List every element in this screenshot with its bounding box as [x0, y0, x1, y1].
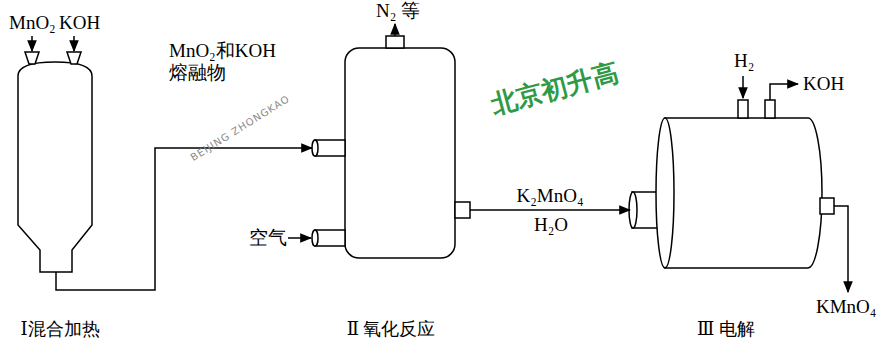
outlet-pipe	[56, 272, 108, 290]
oxidation-vessel	[345, 48, 455, 258]
mixer-unit: Ⅰ混合加热	[12, 40, 108, 340]
feed-label: 空气	[248, 227, 288, 249]
top-pipe	[765, 100, 775, 118]
watermark: BEIJING ZHONGKAO	[185, 88, 296, 169]
h2-arrow	[742, 76, 744, 98]
product-label: KOH	[802, 73, 845, 95]
funnel	[67, 52, 81, 64]
watermark: 北京初升高	[488, 61, 621, 116]
product-label: KMnO₄	[815, 296, 877, 318]
inlet-pipe	[315, 230, 345, 246]
flow-label: MnO₂和KOH 熔融物	[167, 40, 289, 84]
koh-arrow	[770, 84, 798, 100]
electrolysis-cell	[665, 118, 822, 268]
air-arrow	[288, 237, 311, 239]
feed-arrow	[73, 36, 75, 51]
inlet-end	[312, 230, 318, 246]
flow-arrow	[108, 148, 312, 290]
outlet-pipe	[455, 202, 470, 218]
gas-arrow	[394, 24, 396, 36]
feed-label: H₂	[733, 50, 755, 72]
flow-label: K₂MnO₄	[514, 185, 585, 207]
top-outlet	[386, 36, 404, 48]
feed-label: KOH	[58, 12, 101, 34]
unit-caption: Ⅱ 氧化反应	[312, 318, 470, 340]
top-pipe	[738, 100, 748, 118]
cell-end	[656, 118, 674, 268]
oxidation-unit: Ⅱ 氧化反应	[312, 30, 470, 340]
product-arrow	[834, 206, 848, 292]
feed-label: MnO₂	[8, 12, 57, 34]
neck-end	[629, 192, 637, 228]
outlet-pipe	[820, 198, 834, 214]
unit-caption: Ⅰ混合加热	[12, 318, 108, 340]
mixer-vessel	[18, 62, 92, 272]
funnel	[25, 52, 39, 64]
unit-caption: Ⅲ 电解	[630, 318, 822, 340]
gas-label: N₂ 等	[375, 0, 421, 22]
electrolysis-unit: Ⅲ 电解	[630, 110, 822, 340]
inlet-pipe	[315, 140, 345, 156]
inlet-end	[312, 140, 318, 156]
flow-arrow	[470, 209, 630, 211]
feed-arrow	[31, 36, 33, 51]
stream-label: H₂O	[533, 214, 569, 236]
